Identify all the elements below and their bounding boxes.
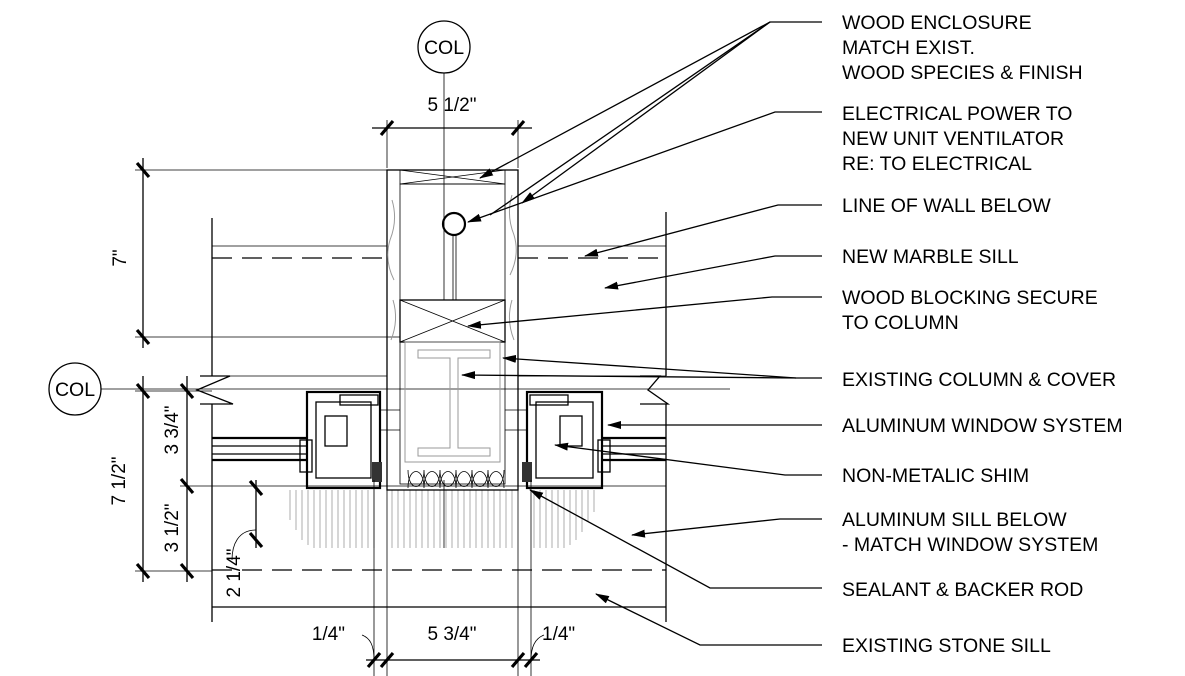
dimension-left-stack: 7 1/2" 3 3/4" 3 1/2" 2 1/4" (109, 376, 264, 598)
existing-column (404, 341, 501, 463)
dimension-top-text: 5 1/2" (427, 95, 476, 116)
callout-wood-enclosure-line3: WOOD SPECIES & FINISH (842, 62, 1083, 84)
callout-aluminum-window: ALUMINUM WINDOW SYSTEM (842, 415, 1123, 437)
callout-marble-sill: NEW MARBLE SILL (842, 246, 1019, 268)
dimension-bottom-left-text: 1/4" (312, 624, 345, 645)
callout-aluminum-sill-line2: - MATCH WINDOW SYSTEM (842, 534, 1098, 556)
aluminum-sill-hatch (289, 490, 595, 548)
col-bubble-left-text: COL (55, 379, 95, 401)
callout-aluminum-sill-line1: ALUMINUM SILL BELOW (842, 509, 1067, 531)
callout-wood-blocking-line2: TO COLUMN (842, 312, 959, 334)
callout-existing-column: EXISTING COLUMN & COVER (842, 369, 1116, 391)
dimension-bottom-mid-text: 5 3/4" (427, 624, 476, 645)
callout-wood-blocking-line1: WOOD BLOCKING SECURE (842, 287, 1098, 309)
wall-outline (195, 212, 671, 622)
callout-labels: WOOD ENCLOSURE MATCH EXIST. WOOD SPECIES… (842, 12, 1123, 657)
col-bubble-top: COL (417, 20, 471, 74)
dimension-left-outer-text: 7 1/2" (109, 456, 130, 505)
wood-enclosure (386, 169, 519, 491)
col-bubble-left: COL (48, 362, 102, 416)
dimension-top: 5 1/2" (372, 95, 532, 168)
window-frame-right (505, 390, 666, 490)
callout-wood-enclosure-line2: MATCH EXIST. (842, 37, 975, 59)
dimension-seven-inch-text: 7" (110, 249, 131, 266)
callout-sealant: SEALANT & BACKER ROD (842, 579, 1083, 601)
dimension-bottom-right-text: 1/4" (542, 624, 575, 645)
col-bubble-top-text: COL (424, 37, 464, 59)
dimension-seven-inch: 7" (110, 158, 400, 348)
callout-electrical-line2: NEW UNIT VENTILATOR (842, 128, 1064, 150)
callout-stone-sill: EXISTING STONE SILL (842, 635, 1051, 657)
dimension-left-c-text: 2 1/4" (224, 548, 245, 597)
callout-leaders (461, 21, 822, 646)
callout-wood-enclosure-line1: WOOD ENCLOSURE (842, 12, 1032, 34)
callout-non-metalic-shim: NON-METALIC SHIM (842, 465, 1029, 487)
callout-electrical-line1: ELECTRICAL POWER TO (842, 103, 1072, 125)
dimension-left-b-text: 3 1/2" (162, 503, 183, 552)
window-frame-left (212, 390, 400, 490)
callout-electrical-line3: RE: TO ELECTRICAL (842, 153, 1032, 175)
insulation (407, 469, 505, 489)
callout-line-of-wall: LINE OF WALL BELOW (842, 195, 1051, 217)
dimension-left-a-text: 3 3/4" (162, 405, 183, 454)
dimension-bottom: 1/4" 5 3/4" 1/4" (312, 480, 575, 676)
